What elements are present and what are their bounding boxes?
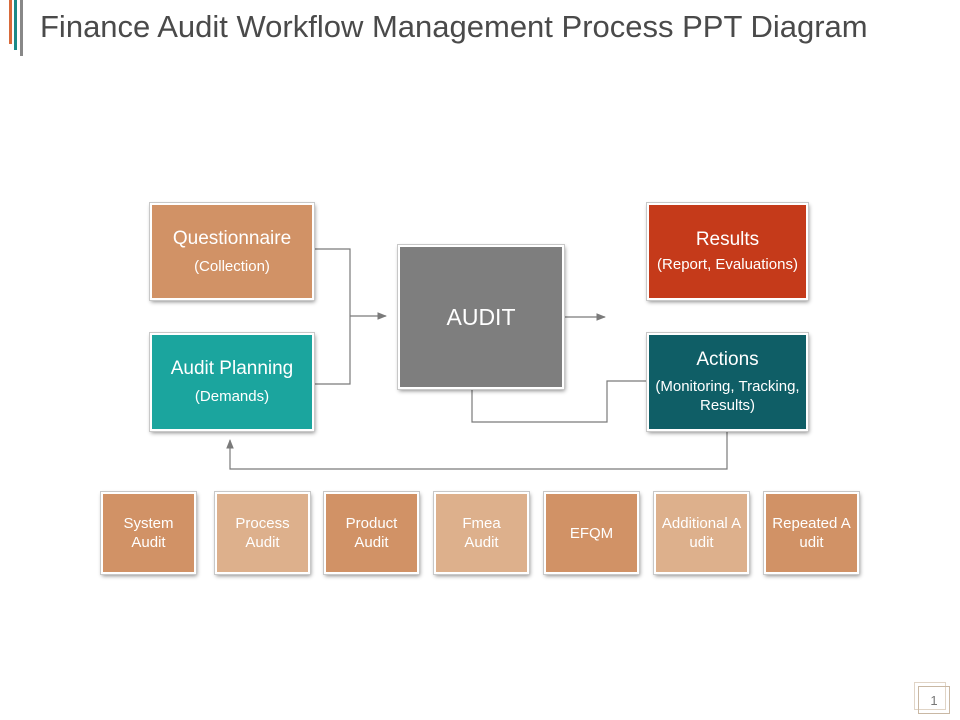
audit-type-box: Process Audit	[215, 492, 310, 574]
page-number-frame	[914, 682, 946, 710]
results-subtitle: (Report, Evaluations)	[657, 256, 798, 273]
title-accent-gray	[20, 0, 23, 56]
questionnaire-box: Questionnaire (Collection)	[150, 203, 314, 300]
audit-type-box: Additional Audit	[654, 492, 749, 574]
audit-type-label: Fmea Audit	[462, 515, 501, 551]
audit-type-label: Product Audit	[345, 515, 398, 551]
feedback-arrow	[226, 431, 728, 470]
page-number: 1	[918, 686, 950, 714]
questionnaire-subtitle: (Collection)	[194, 257, 270, 275]
audit-box: AUDIT	[398, 245, 564, 389]
audit-type-label: Repeated Audit	[772, 515, 851, 551]
audit-planning-subtitle: (Demands)	[194, 388, 270, 405]
title-accent-teal	[14, 0, 17, 50]
audit-type-box: EFQM	[544, 492, 639, 574]
questionnaire-connector	[313, 248, 351, 316]
audit-type-box: Product Audit	[324, 492, 419, 574]
actions-box: Actions (Monitoring, Tracking, Results)	[647, 333, 808, 431]
audit-type-label: System Audit	[123, 515, 174, 551]
results-title: Results	[695, 229, 760, 250]
audit-title: AUDIT	[446, 304, 516, 330]
title-accent-orange	[9, 0, 12, 44]
audit-type-box: Fmea Audit	[434, 492, 529, 574]
actions-subtitle: (Monitoring, Tracking, Results)	[655, 378, 800, 414]
audit-to-actions-connector	[471, 380, 648, 423]
audit-planning-connector	[313, 316, 351, 385]
results-box: Results (Report, Evaluations)	[647, 203, 808, 300]
actions-title: Actions	[696, 349, 759, 370]
audit-planning-box: Audit Planning (Demands)	[150, 333, 314, 431]
audit-type-label: Process Audit	[235, 515, 290, 551]
slide-title: Finance Audit Workflow Management Proces…	[40, 9, 868, 44]
audit-planning-title: Audit Planning	[170, 358, 294, 379]
audit-type-label: Additional Audit	[661, 515, 742, 551]
audit-type-box: System Audit	[101, 492, 196, 574]
questionnaire-title: Questionnaire	[172, 227, 292, 249]
audit-type-box: Repeated Audit	[764, 492, 859, 574]
audit-type-label: EFQM	[569, 524, 614, 542]
